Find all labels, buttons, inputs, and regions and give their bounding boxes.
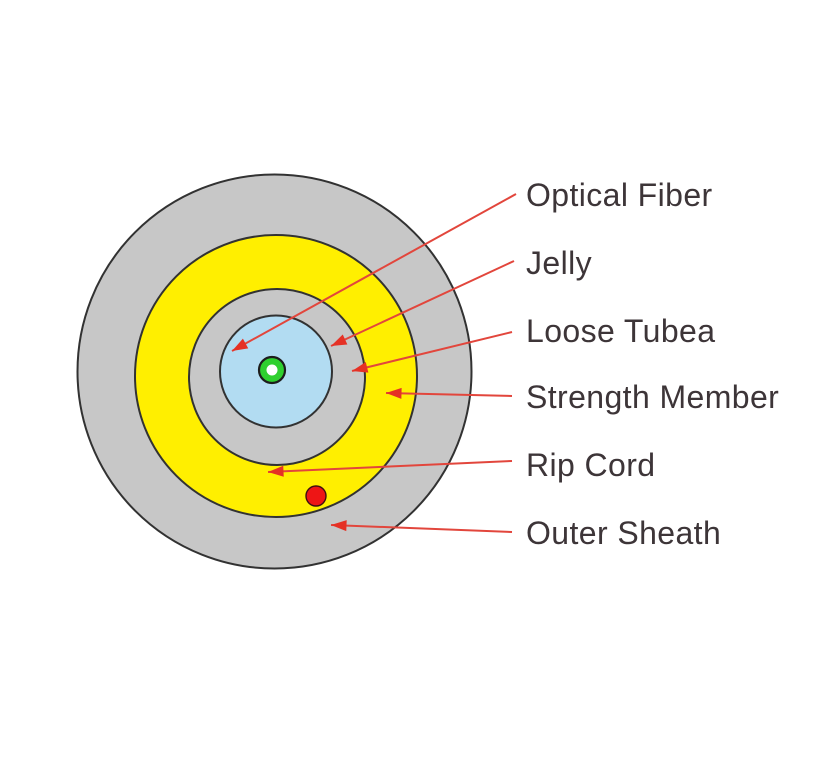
loose-tube-arrow	[351, 331, 513, 373]
outer-sheath-label: Outer Sheath	[526, 515, 721, 551]
strength-member-arrow	[385, 387, 513, 399]
jelly-label: Jelly	[526, 245, 592, 281]
optical-fiber-arrow	[231, 193, 517, 352]
jelly-arrow	[330, 260, 515, 347]
fiber-core-circle	[266, 364, 278, 376]
outer-sheath-arrow	[330, 520, 513, 533]
strength-member-label: Strength Member	[526, 379, 779, 415]
rip-cord-dot	[305, 485, 327, 507]
loose-tube-label: Loose Tubea	[526, 313, 715, 349]
rip-cord-label: Rip Cord	[526, 447, 655, 483]
optical-fiber-label: Optical Fiber	[526, 177, 713, 213]
rip-cord-arrow	[267, 460, 513, 477]
